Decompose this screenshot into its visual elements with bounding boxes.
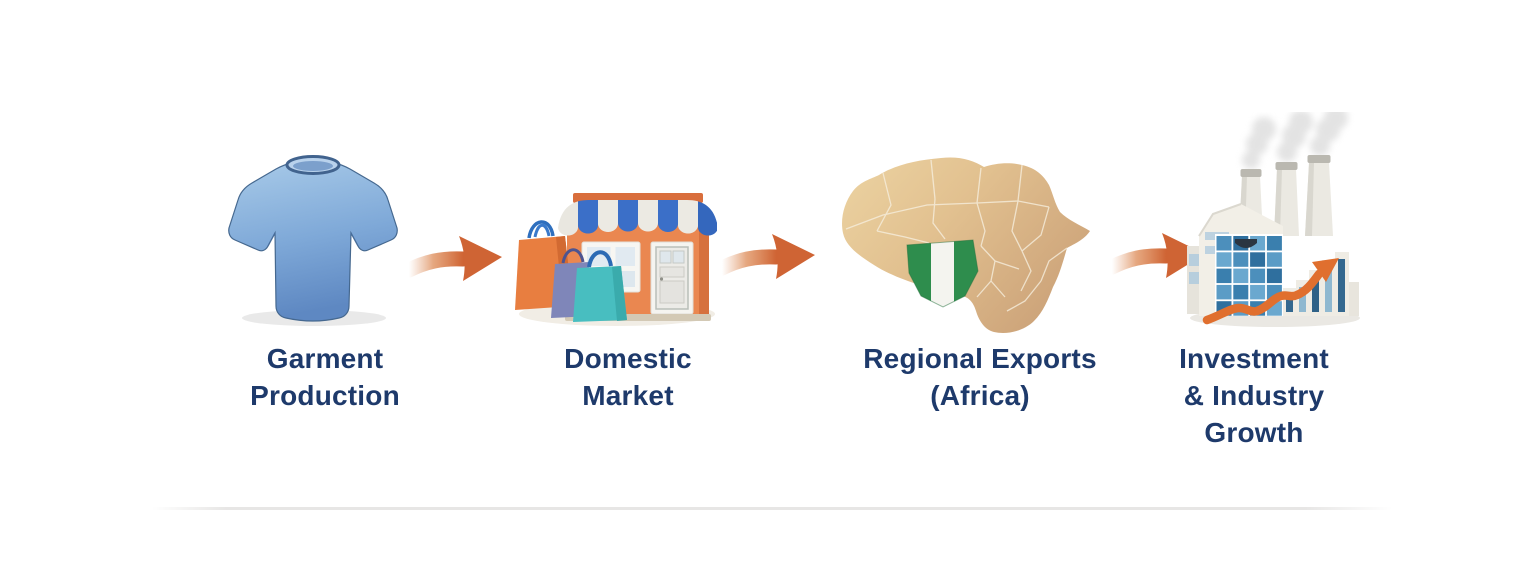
flow-step-domestic-market (505, 176, 717, 328)
flow-step-investment-growth (1185, 112, 1361, 330)
step-label-domestic-market: Domestic Market (564, 343, 692, 411)
flow-arrow-icon (718, 225, 818, 287)
step-label-garment-production: Garment Production (250, 343, 400, 411)
step-label-regional-exports: Regional Exports (Africa) (863, 343, 1097, 411)
africa-map-nigeria-icon (842, 157, 1090, 333)
tshirt-icon (228, 155, 398, 326)
bottom-divider (152, 507, 1392, 510)
step-label-investment-growth: Investment & Industry Growth (1179, 343, 1329, 448)
flow-step-garment-production (224, 148, 402, 326)
storefront-icon (515, 193, 717, 326)
factory-growth-icon (1187, 112, 1360, 327)
flow-step-regional-exports (833, 151, 1105, 337)
flow-arrow-icon (405, 227, 505, 289)
